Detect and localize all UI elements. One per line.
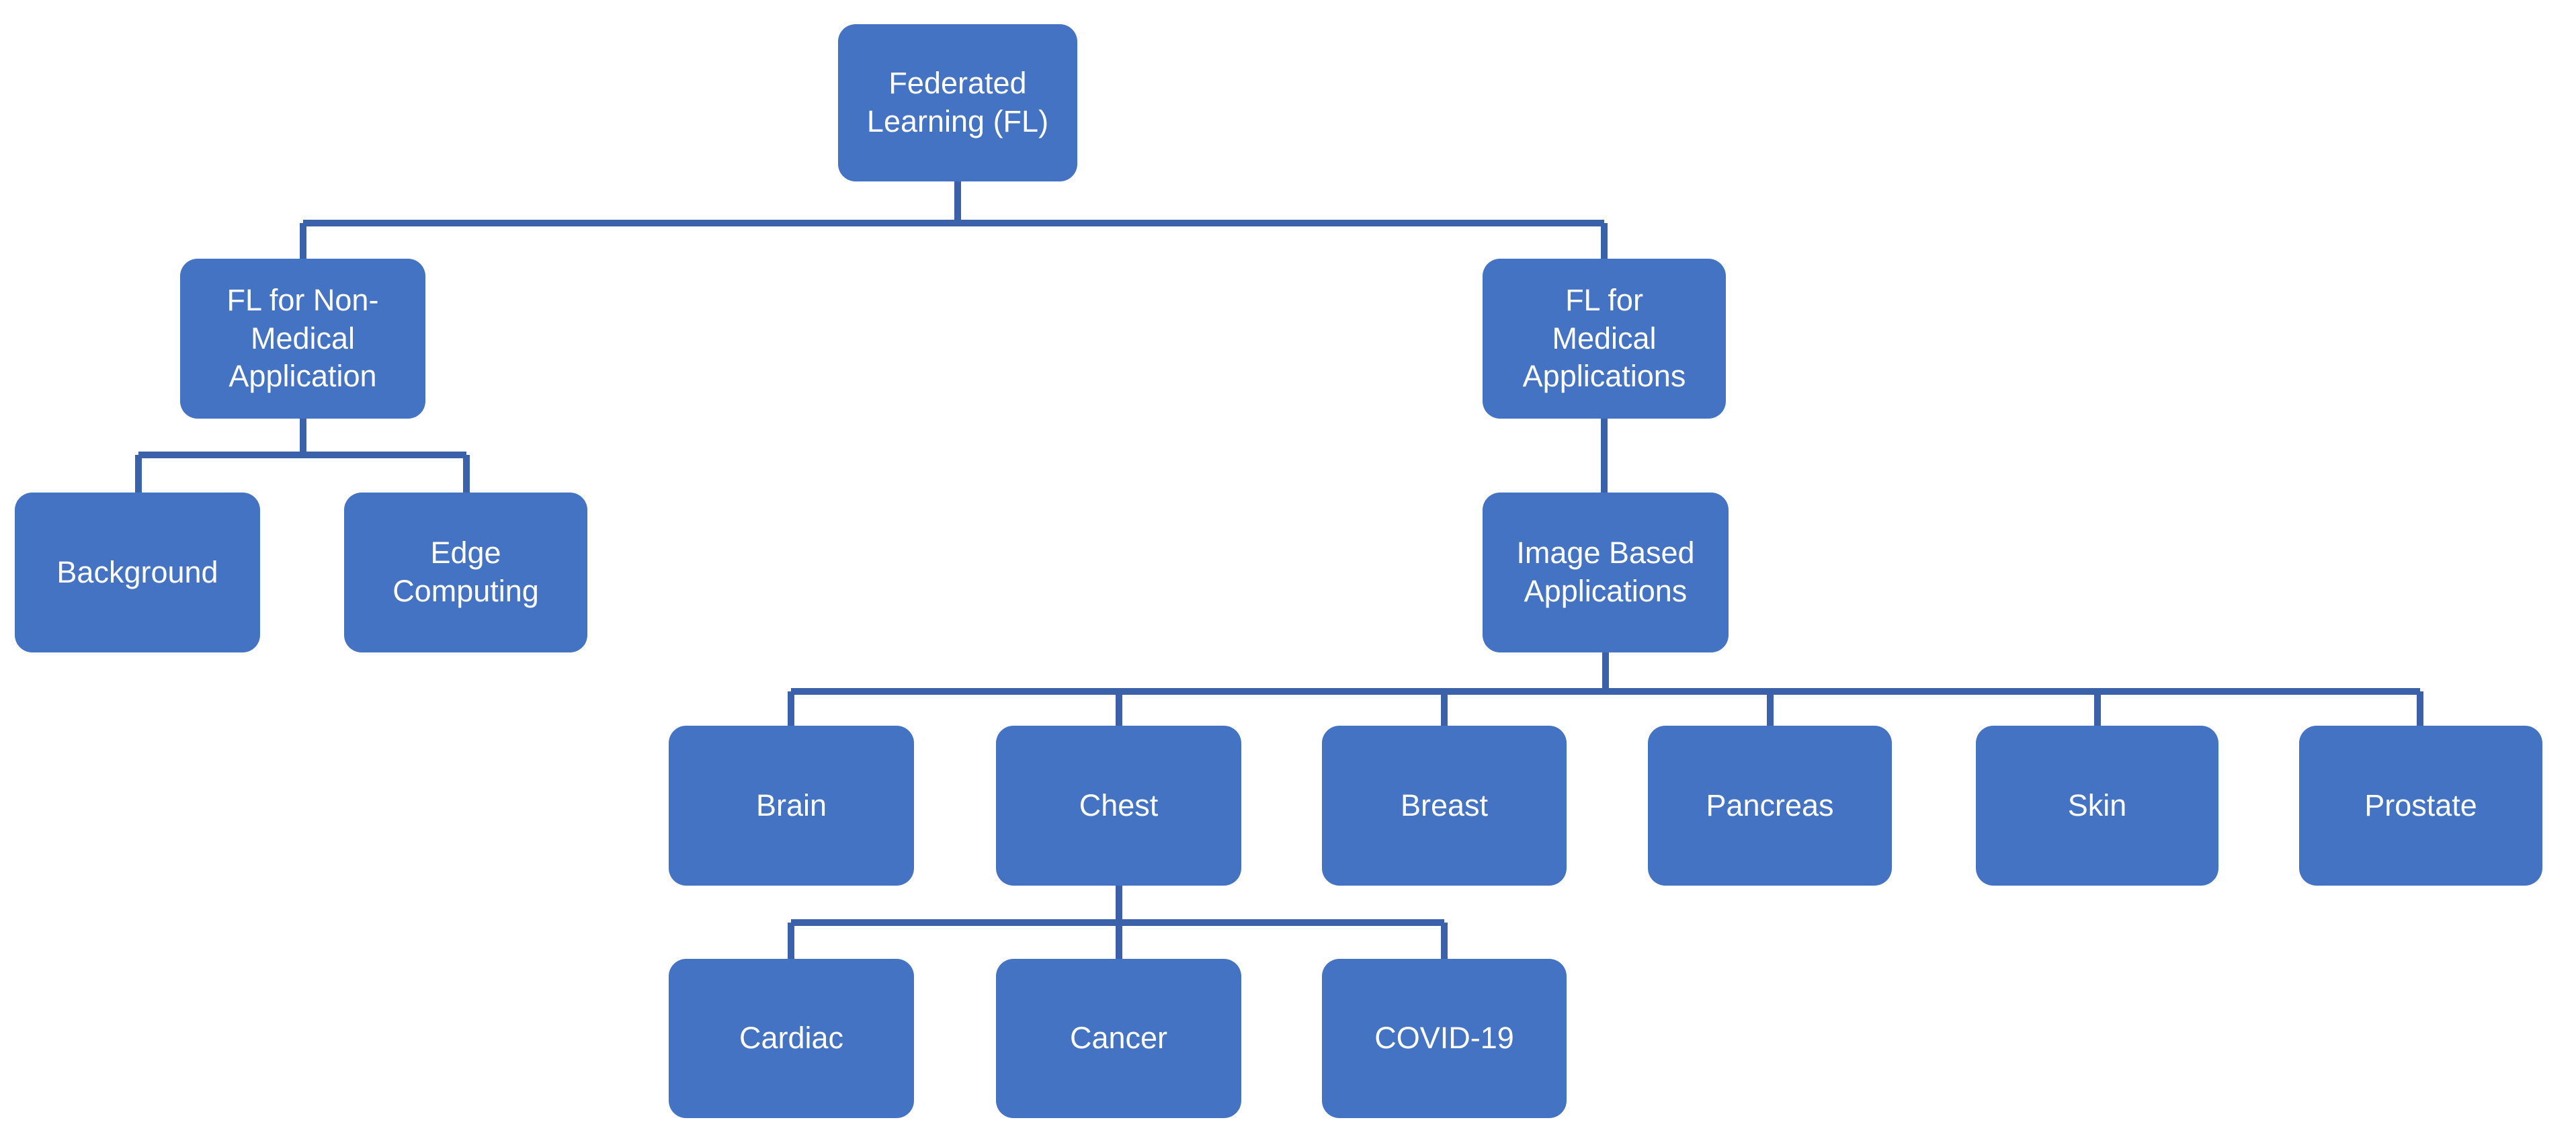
node-covid-19-label: COVID-19 bbox=[1374, 1021, 1514, 1056]
node-fl-non-medical-label: FL for Non- Medical Application bbox=[226, 282, 379, 394]
node-cancer: Cancer bbox=[996, 959, 1241, 1118]
node-chest-label: Chest bbox=[1079, 788, 1159, 822]
node-background: Background bbox=[15, 493, 260, 652]
node-pancreas-label: Pancreas bbox=[1706, 788, 1834, 822]
connector-chest-to-children bbox=[788, 886, 1448, 959]
node-cardiac-label: Cardiac bbox=[739, 1021, 844, 1056]
node-image-based-label: Image Based Applications bbox=[1516, 536, 1695, 608]
node-edge-computing: Edge Computing bbox=[344, 493, 587, 652]
node-breast: Breast bbox=[1322, 726, 1567, 886]
node-pancreas: Pancreas bbox=[1648, 726, 1892, 886]
node-image-based: Image Based Applications bbox=[1483, 493, 1729, 652]
node-federated-learning-label: Federated Learning (FL) bbox=[866, 66, 1049, 138]
node-background-label: Background bbox=[56, 554, 218, 589]
node-brain-label: Brain bbox=[755, 788, 827, 822]
node-fl-medical-label: FL for Medical Applications bbox=[1522, 282, 1686, 394]
node-fl-non-medical: FL for Non- Medical Application bbox=[180, 259, 425, 419]
node-breast-label: Breast bbox=[1400, 788, 1489, 822]
node-federated-learning: Federated Learning (FL) bbox=[838, 24, 1077, 181]
node-cardiac: Cardiac bbox=[669, 959, 914, 1118]
node-prostate: Prostate bbox=[2299, 726, 2542, 886]
node-skin: Skin bbox=[1976, 726, 2218, 886]
node-skin-label: Skin bbox=[2067, 788, 2127, 822]
node-edge-computing-label: Edge Computing bbox=[392, 536, 539, 608]
node-brain: Brain bbox=[669, 726, 914, 886]
connector-root-to-branches bbox=[300, 181, 1608, 259]
node-fl-medical: FL for Medical Applications bbox=[1483, 259, 1726, 419]
node-chest: Chest bbox=[996, 726, 1241, 886]
node-covid-19: COVID-19 bbox=[1322, 959, 1567, 1118]
node-prostate-label: Prostate bbox=[2364, 788, 2477, 822]
connector-image-based-to-organs bbox=[788, 652, 2423, 726]
node-cancer-label: Cancer bbox=[1069, 1021, 1168, 1056]
connector-non-medical-to-children bbox=[135, 419, 470, 493]
